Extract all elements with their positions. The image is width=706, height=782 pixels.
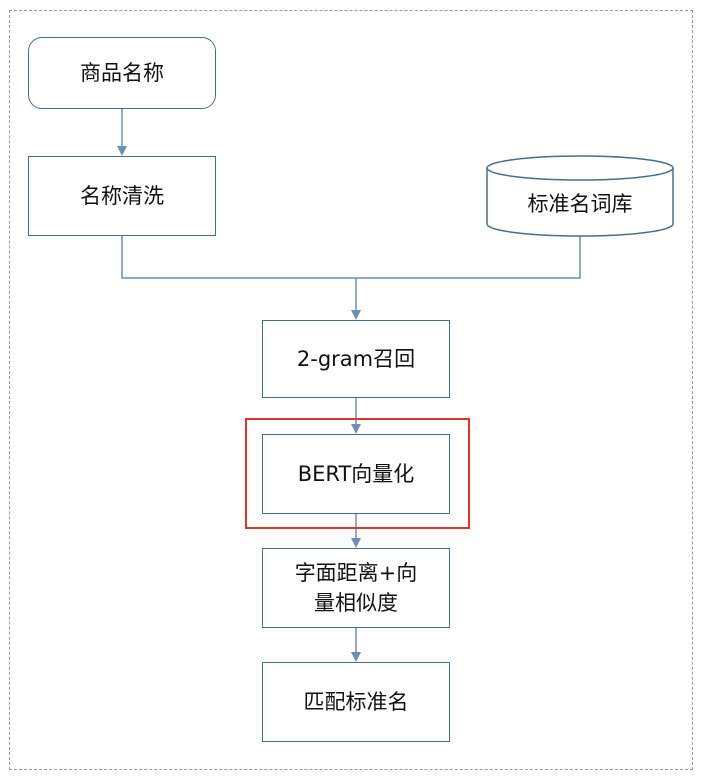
node-standard-dictionary: 标准名词库	[487, 182, 673, 224]
node-product-name: 商品名称	[28, 37, 216, 109]
node-similarity: 字面距离+向 量相似度	[262, 548, 450, 628]
node-name-cleaning: 名称清洗	[28, 156, 216, 236]
highlight-box	[245, 418, 470, 529]
node-similarity-label-line2: 量相似度	[314, 591, 398, 615]
node-standard-dictionary-label: 标准名词库	[527, 192, 633, 216]
node-match-standard-label: 匹配标准名	[303, 690, 409, 714]
edge-cleaning-merge	[121, 236, 356, 279]
node-bert-vectorize: BERT向量化	[262, 434, 450, 514]
node-name-cleaning-label: 名称清洗	[80, 184, 164, 208]
database-cylinder	[486, 155, 674, 237]
edge-dictionary-merge	[356, 236, 581, 279]
node-bert-vectorize-label: BERT向量化	[297, 462, 415, 486]
node-match-standard: 匹配标准名	[262, 662, 450, 742]
node-gram-recall: 2-gram召回	[262, 320, 450, 398]
node-similarity-label-line1: 字面距离+向	[294, 561, 418, 585]
node-product-name-label: 商品名称	[80, 61, 164, 85]
dashed-frame	[9, 10, 693, 770]
node-gram-recall-label: 2-gram召回	[296, 347, 416, 371]
